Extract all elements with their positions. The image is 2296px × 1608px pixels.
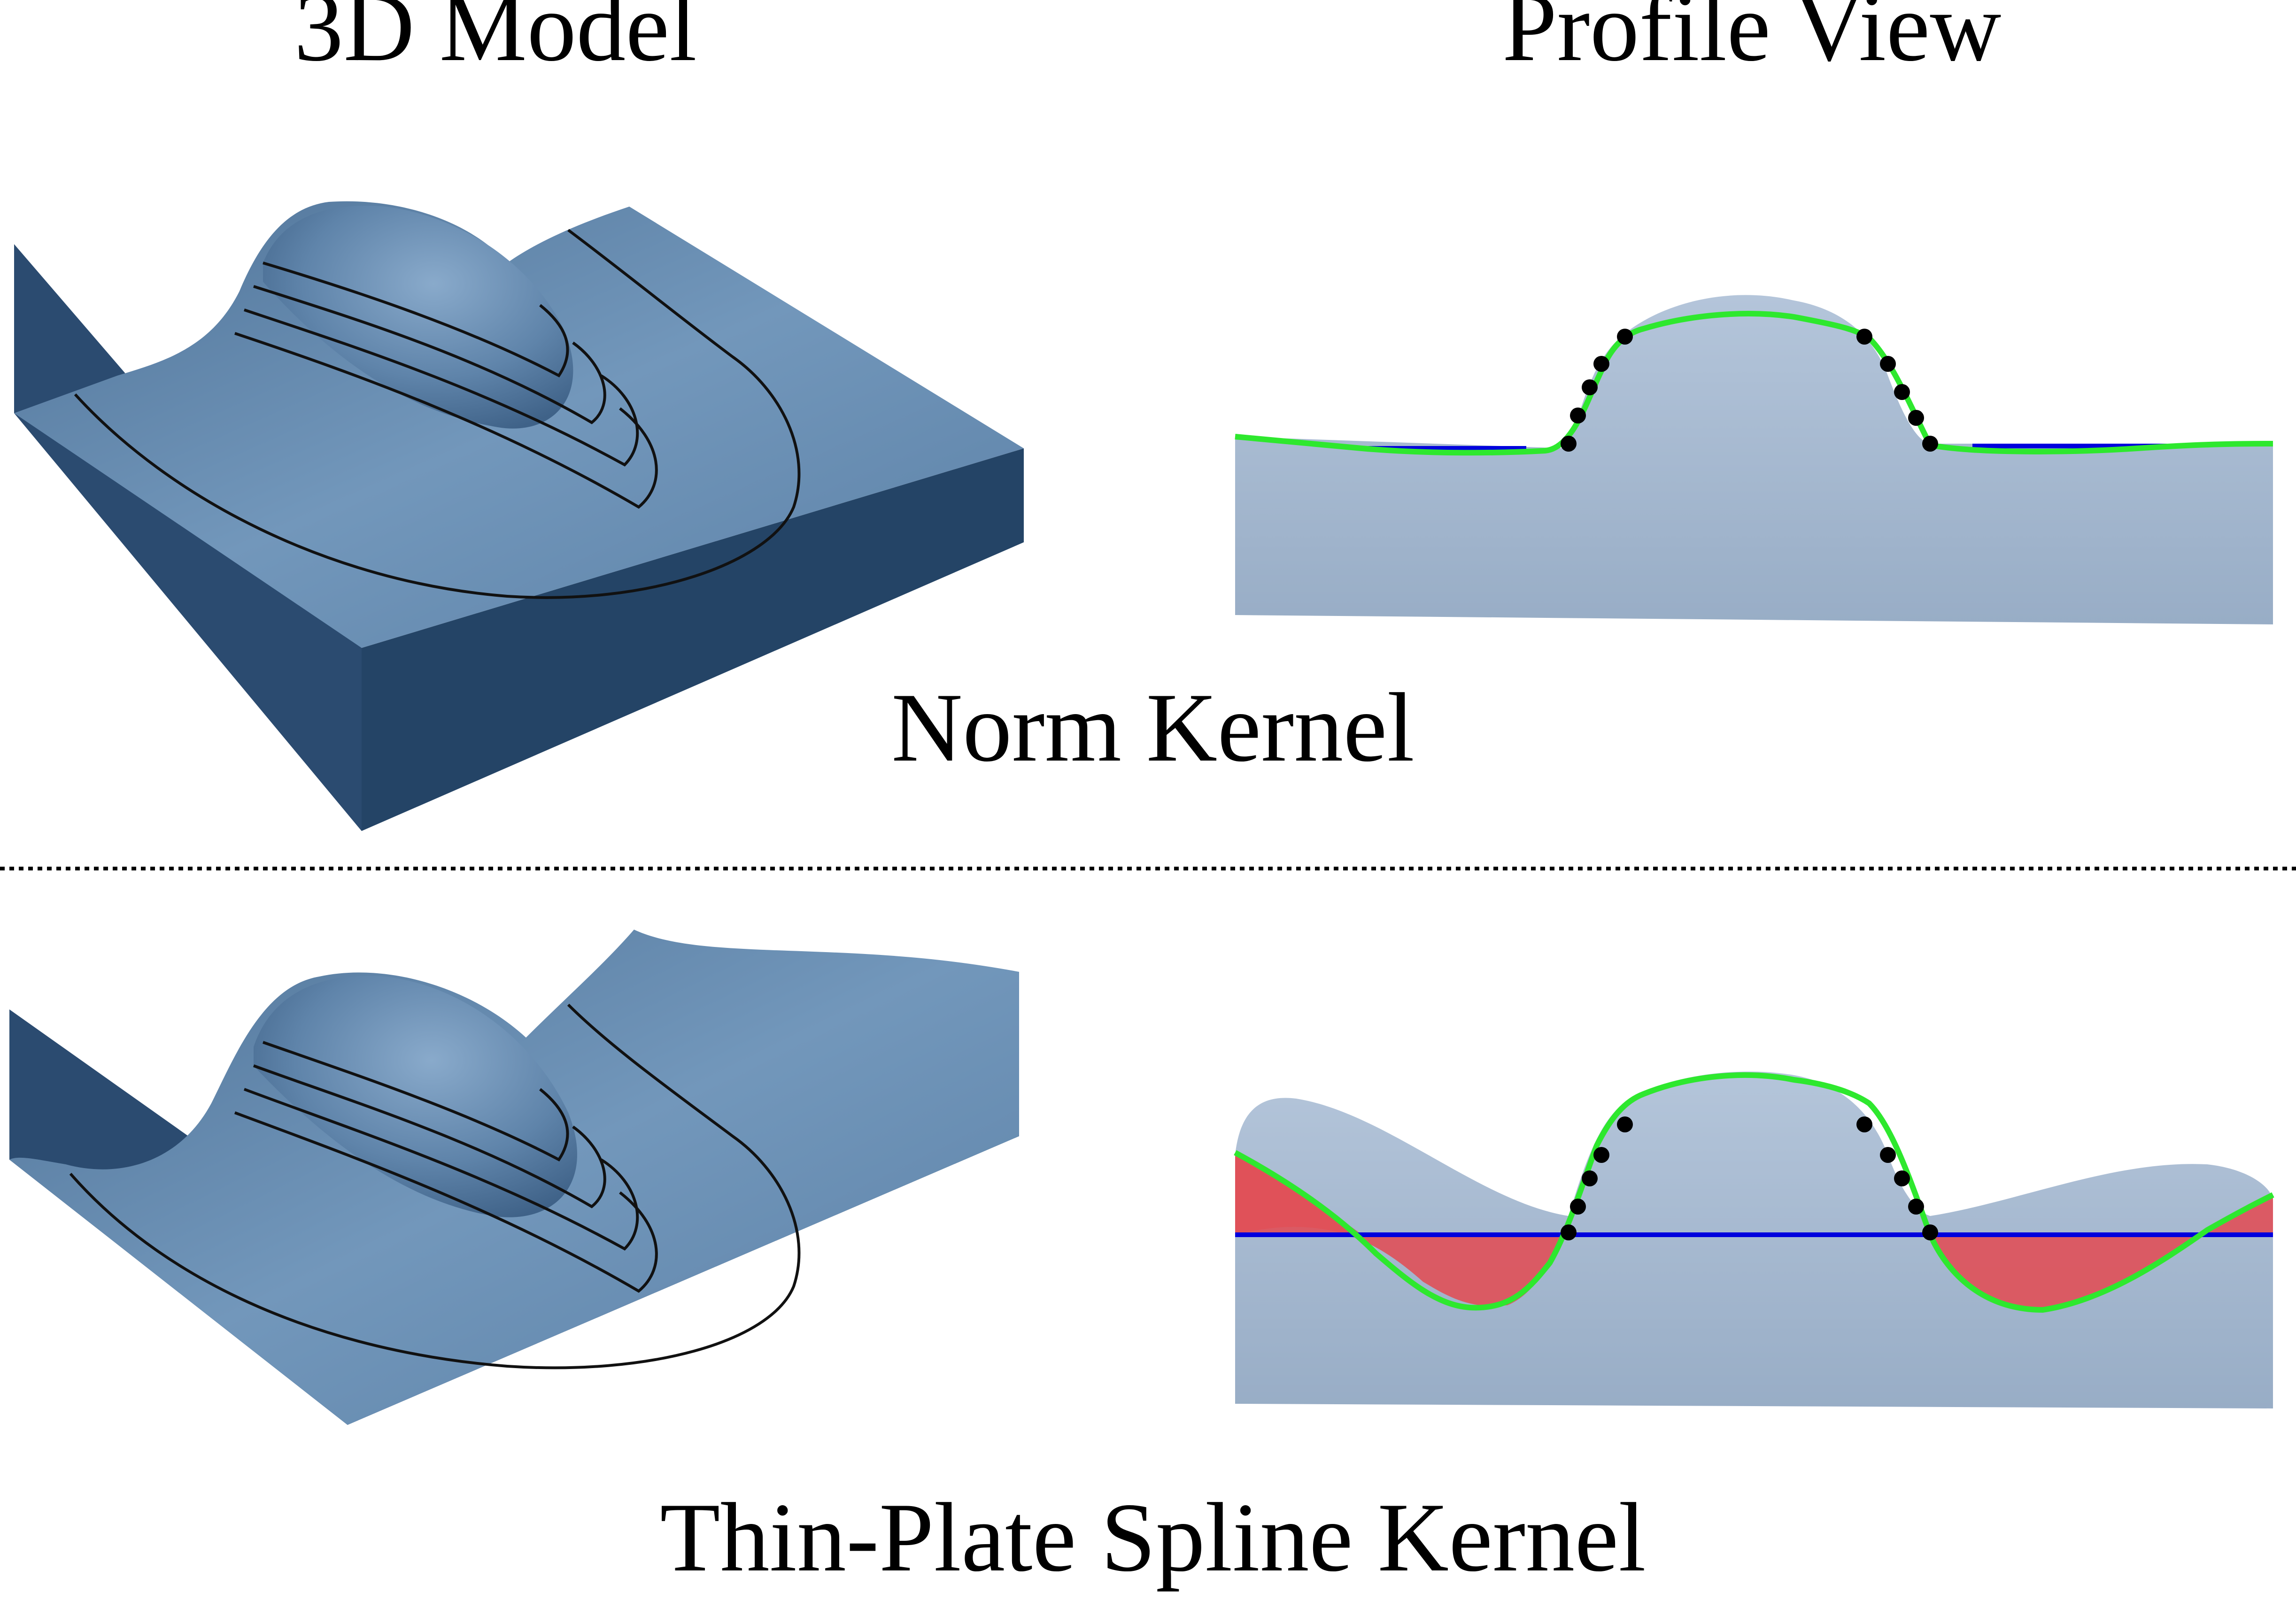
caption-norm-kernel: Norm Kernel (891, 673, 1415, 782)
error-region-left (1235, 1153, 1564, 1306)
profile-constraint-points (1561, 329, 1938, 452)
model-contour-lines (74, 229, 801, 599)
model-3d-tps (9, 930, 1019, 1425)
profile-constraint-points (1561, 1116, 1938, 1240)
model-contour-lines (69, 1003, 801, 1369)
header-profile-view: Profile View (1502, 0, 2002, 82)
profile-curve (1234, 1072, 2274, 1313)
profile-body (1235, 1071, 2273, 1408)
model-right-face (362, 448, 1024, 831)
profile-curve (1235, 311, 2273, 456)
panel-norm-kernel: Norm Kernel (14, 201, 2273, 831)
panel-thin-plate-spline-kernel: Thin-Plate Spline Kernel (9, 930, 2274, 1592)
model-3d-norm (14, 201, 1024, 831)
profile-tps (1234, 1071, 2274, 1408)
header-3d-model: 3D Model (294, 0, 696, 82)
caption-thin-plate-spline-kernel: Thin-Plate Spline Kernel (660, 1483, 1646, 1592)
profile-body (1235, 295, 2273, 624)
profile-norm (1235, 295, 2273, 624)
error-region-right (1930, 1235, 2203, 1310)
